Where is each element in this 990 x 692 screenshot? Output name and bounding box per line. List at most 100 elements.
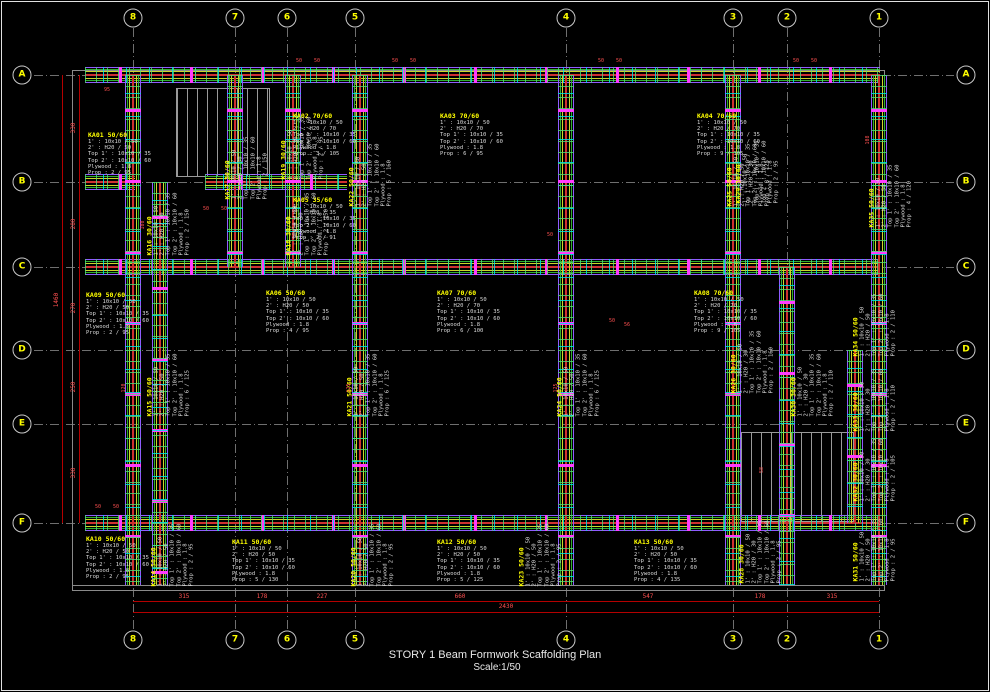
beam-strip-h	[85, 67, 880, 83]
dim-label-small: 50	[203, 206, 210, 212]
beam-name: KA28 30/60	[737, 544, 746, 584]
beam-name: KA01 50/60	[88, 131, 128, 139]
beam-spec-line: Top 2' : 10x10 / 60	[293, 222, 356, 229]
beam-spec-line: 2' : H20 / 50	[232, 552, 276, 559]
beam-spec-line: Prop : 2 / 95	[388, 543, 395, 587]
grid-bubble-bottom-2: 2	[777, 630, 797, 650]
dim-label-bottom: 547	[642, 593, 654, 600]
beam-name: KA22 50/60	[347, 167, 356, 207]
dim-chain-left-total	[62, 75, 63, 523]
beam-spec-line: Prop : 2 / 95	[890, 538, 897, 582]
dim-label-bottom-total: 2430	[498, 603, 514, 610]
beam-spec-line: Prop : 2 / 150	[262, 153, 269, 200]
beam-spec-line: Plywood : 1.8	[88, 163, 132, 170]
beam-spec-line: Prop : 5 / 125	[437, 577, 484, 584]
beam-spec-line: Prop : 2 / 110	[890, 385, 897, 432]
beam-spec-line: Top 1' : 10x10 / 35	[293, 216, 356, 223]
grid-bubble-left-E: E	[12, 414, 32, 434]
beam-strip-h	[85, 515, 880, 531]
stair-hatch	[176, 88, 270, 177]
beam-spec-line: Top 1' : 10x10 / 35	[887, 164, 894, 228]
beam-spec-line: Top 2' : 10x10 / 60	[878, 438, 884, 502]
beam-spec-line: 2' : H20 / 50	[86, 549, 130, 556]
beam-strip-v	[352, 75, 368, 585]
beam-spec-line: Top 1' : 10x10 / 35	[365, 353, 372, 417]
beam-spec-line: 2' : H20 / 50	[266, 303, 310, 310]
plan-scale: Scale:1/50	[473, 662, 521, 673]
dim-label-bottom: 315	[826, 593, 838, 600]
beam-spec-line: Top 2' : 10x10 / 60	[544, 523, 550, 587]
beam-spec-line: Plywood : 1.8	[440, 144, 484, 151]
grid-line-h	[34, 424, 954, 425]
dim-label-small: 125	[553, 383, 559, 393]
beam-spec-line: Top 1' : 10x10 / 35	[299, 116, 306, 180]
beam-spec-line: 1' : 10x10 / 50	[88, 139, 138, 145]
beam-spec-line: Plywood : 1.8	[266, 321, 310, 328]
beam-spec-line: 1' : 10x10 / 50	[440, 120, 490, 126]
beam-spec-line: Top 1' : 10x10 / 35	[437, 309, 500, 316]
grid-bubble-left-A: A	[12, 65, 32, 85]
dim-label-bottom: 178	[754, 593, 766, 600]
grid-bubble-left-C: C	[12, 257, 32, 277]
grid-bubble-bottom-3: 3	[723, 630, 743, 650]
dim-label-small: 50	[221, 206, 228, 212]
beam-name: KA33 30/60	[851, 392, 860, 432]
grid-bubble-bottom-8: 8	[123, 630, 143, 650]
beam-spec-line: Top 2' : 10x10 / 60	[376, 523, 382, 587]
beam-spec-line: Plywood : 1.8	[634, 570, 678, 577]
beam-spec-line: 2' : H20 / 70	[440, 126, 484, 133]
dim-label-left: 280	[70, 218, 77, 230]
dim-label-left: 338	[70, 467, 77, 479]
grid-bubble-right-B: B	[956, 172, 976, 192]
dim-label-left: 330	[70, 122, 77, 134]
beam-spec-line: Top 2' : 10x10 / 60	[634, 564, 697, 571]
beam-spec-line: Top 1' : 10x10 / 35	[165, 353, 172, 417]
beam-name: KA13 50/60	[634, 538, 674, 546]
beam-spec-line: 2' : H20 / 50	[634, 552, 678, 559]
beam-spec-line: Top 2' : 10x10 / 60	[172, 192, 178, 256]
beam-name: KA29 30/60	[734, 164, 743, 204]
beam-strip-v	[779, 267, 795, 585]
beam-name: KA32 30/60	[851, 462, 860, 502]
grid-bubble-left-D: D	[12, 340, 32, 360]
grid-line-v	[235, 28, 236, 632]
dim-label-small: 95	[104, 87, 111, 93]
grid-bubble-right-A: A	[956, 65, 976, 85]
beam-spec-line: Top 2' : 10x10 / 60	[306, 116, 312, 180]
beam-spec-line: Prop : 2 / 150	[323, 209, 330, 256]
dim-label-bottom: 227	[316, 593, 328, 600]
beam-spec-line: Prop : 5 / 160	[386, 160, 393, 207]
beam-name: KA26 30/60	[729, 354, 738, 394]
beam-spec-line: Top 2' : 10x10 / 60	[582, 353, 588, 417]
grid-bubble-top-3: 3	[723, 8, 743, 28]
beam-strip-v	[558, 75, 574, 585]
beam-spec-line: Top 1' : 10x10 / 35	[537, 523, 544, 587]
beam-name: KA11 50/60	[232, 538, 272, 546]
beam-spec-line: Prop : 9 / 105	[697, 151, 744, 158]
beam-spec-line: Top 1' : 10x10 / 35	[575, 353, 582, 417]
beam-spec-line: Prop : 6 / 95	[440, 151, 484, 158]
beam-spec-line: Plywood : 1.8	[437, 570, 481, 577]
beam-spec-line: Prop : 3 / 105	[293, 151, 340, 158]
beam-spec-line: 2' : H20 / 35	[293, 210, 337, 217]
beam-spec-line: Prop : 2 / 95	[776, 540, 783, 584]
beam-spec-line: Prop : 2 / 95	[773, 160, 780, 204]
beam-spec-line: Prop : 2 / 95	[86, 330, 130, 337]
beam-spec-line: Prop : 2 / 95	[88, 170, 132, 177]
beam-spec-line: 2' : H20 / 70	[697, 126, 741, 133]
beam-spec-line: Prop : 2 / 95	[86, 574, 130, 581]
